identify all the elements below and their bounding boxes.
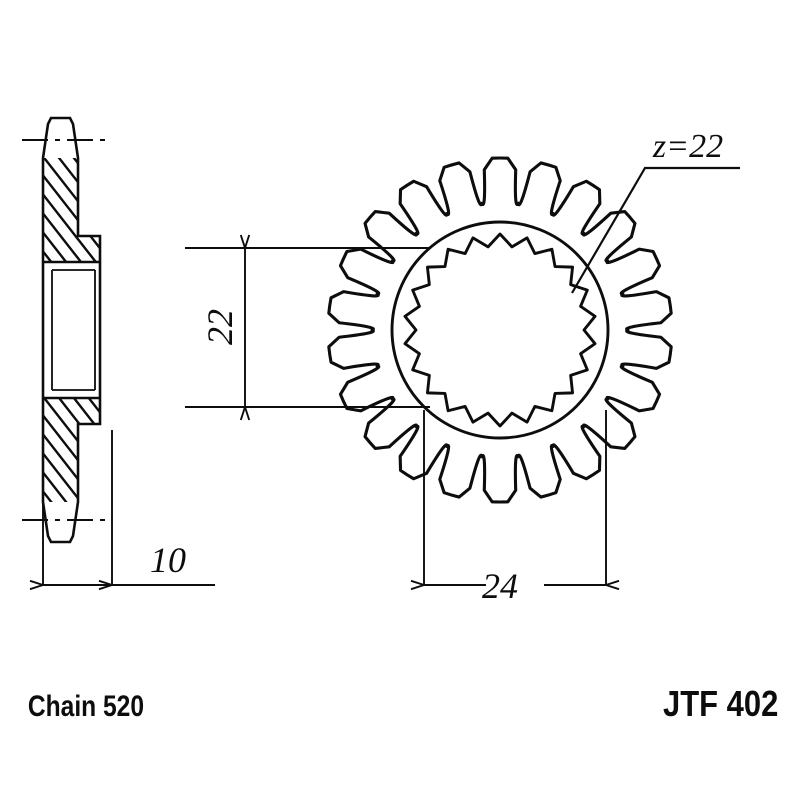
sprocket-tooth-profile xyxy=(327,156,673,504)
hatch-line xyxy=(43,398,100,502)
dimension-label-24: 24 xyxy=(482,566,518,606)
drawing-footer: Chain 520 JTF 402 xyxy=(28,685,778,725)
side-view-bore-lines xyxy=(51,269,96,391)
part-number-label: JTF 402 xyxy=(663,685,778,725)
dimension-line-22 xyxy=(185,234,430,421)
dimension-label-22: 22 xyxy=(200,309,240,345)
dimension-line-10 xyxy=(29,430,215,591)
dimension-annotations: 22 24 10 z=22 xyxy=(29,128,740,606)
hub-boss-circle xyxy=(390,220,610,440)
dimension-line-24 xyxy=(410,410,620,591)
teeth-count-label: z=22 xyxy=(652,128,723,165)
dimension-label-10: 10 xyxy=(150,540,186,580)
hatch-line xyxy=(43,158,100,262)
teeth-callout-leader xyxy=(571,166,740,294)
hatch-line xyxy=(43,398,100,502)
chain-size-label: Chain 520 xyxy=(28,689,144,723)
hatch-line xyxy=(43,158,100,262)
side-view-outline xyxy=(41,116,102,544)
